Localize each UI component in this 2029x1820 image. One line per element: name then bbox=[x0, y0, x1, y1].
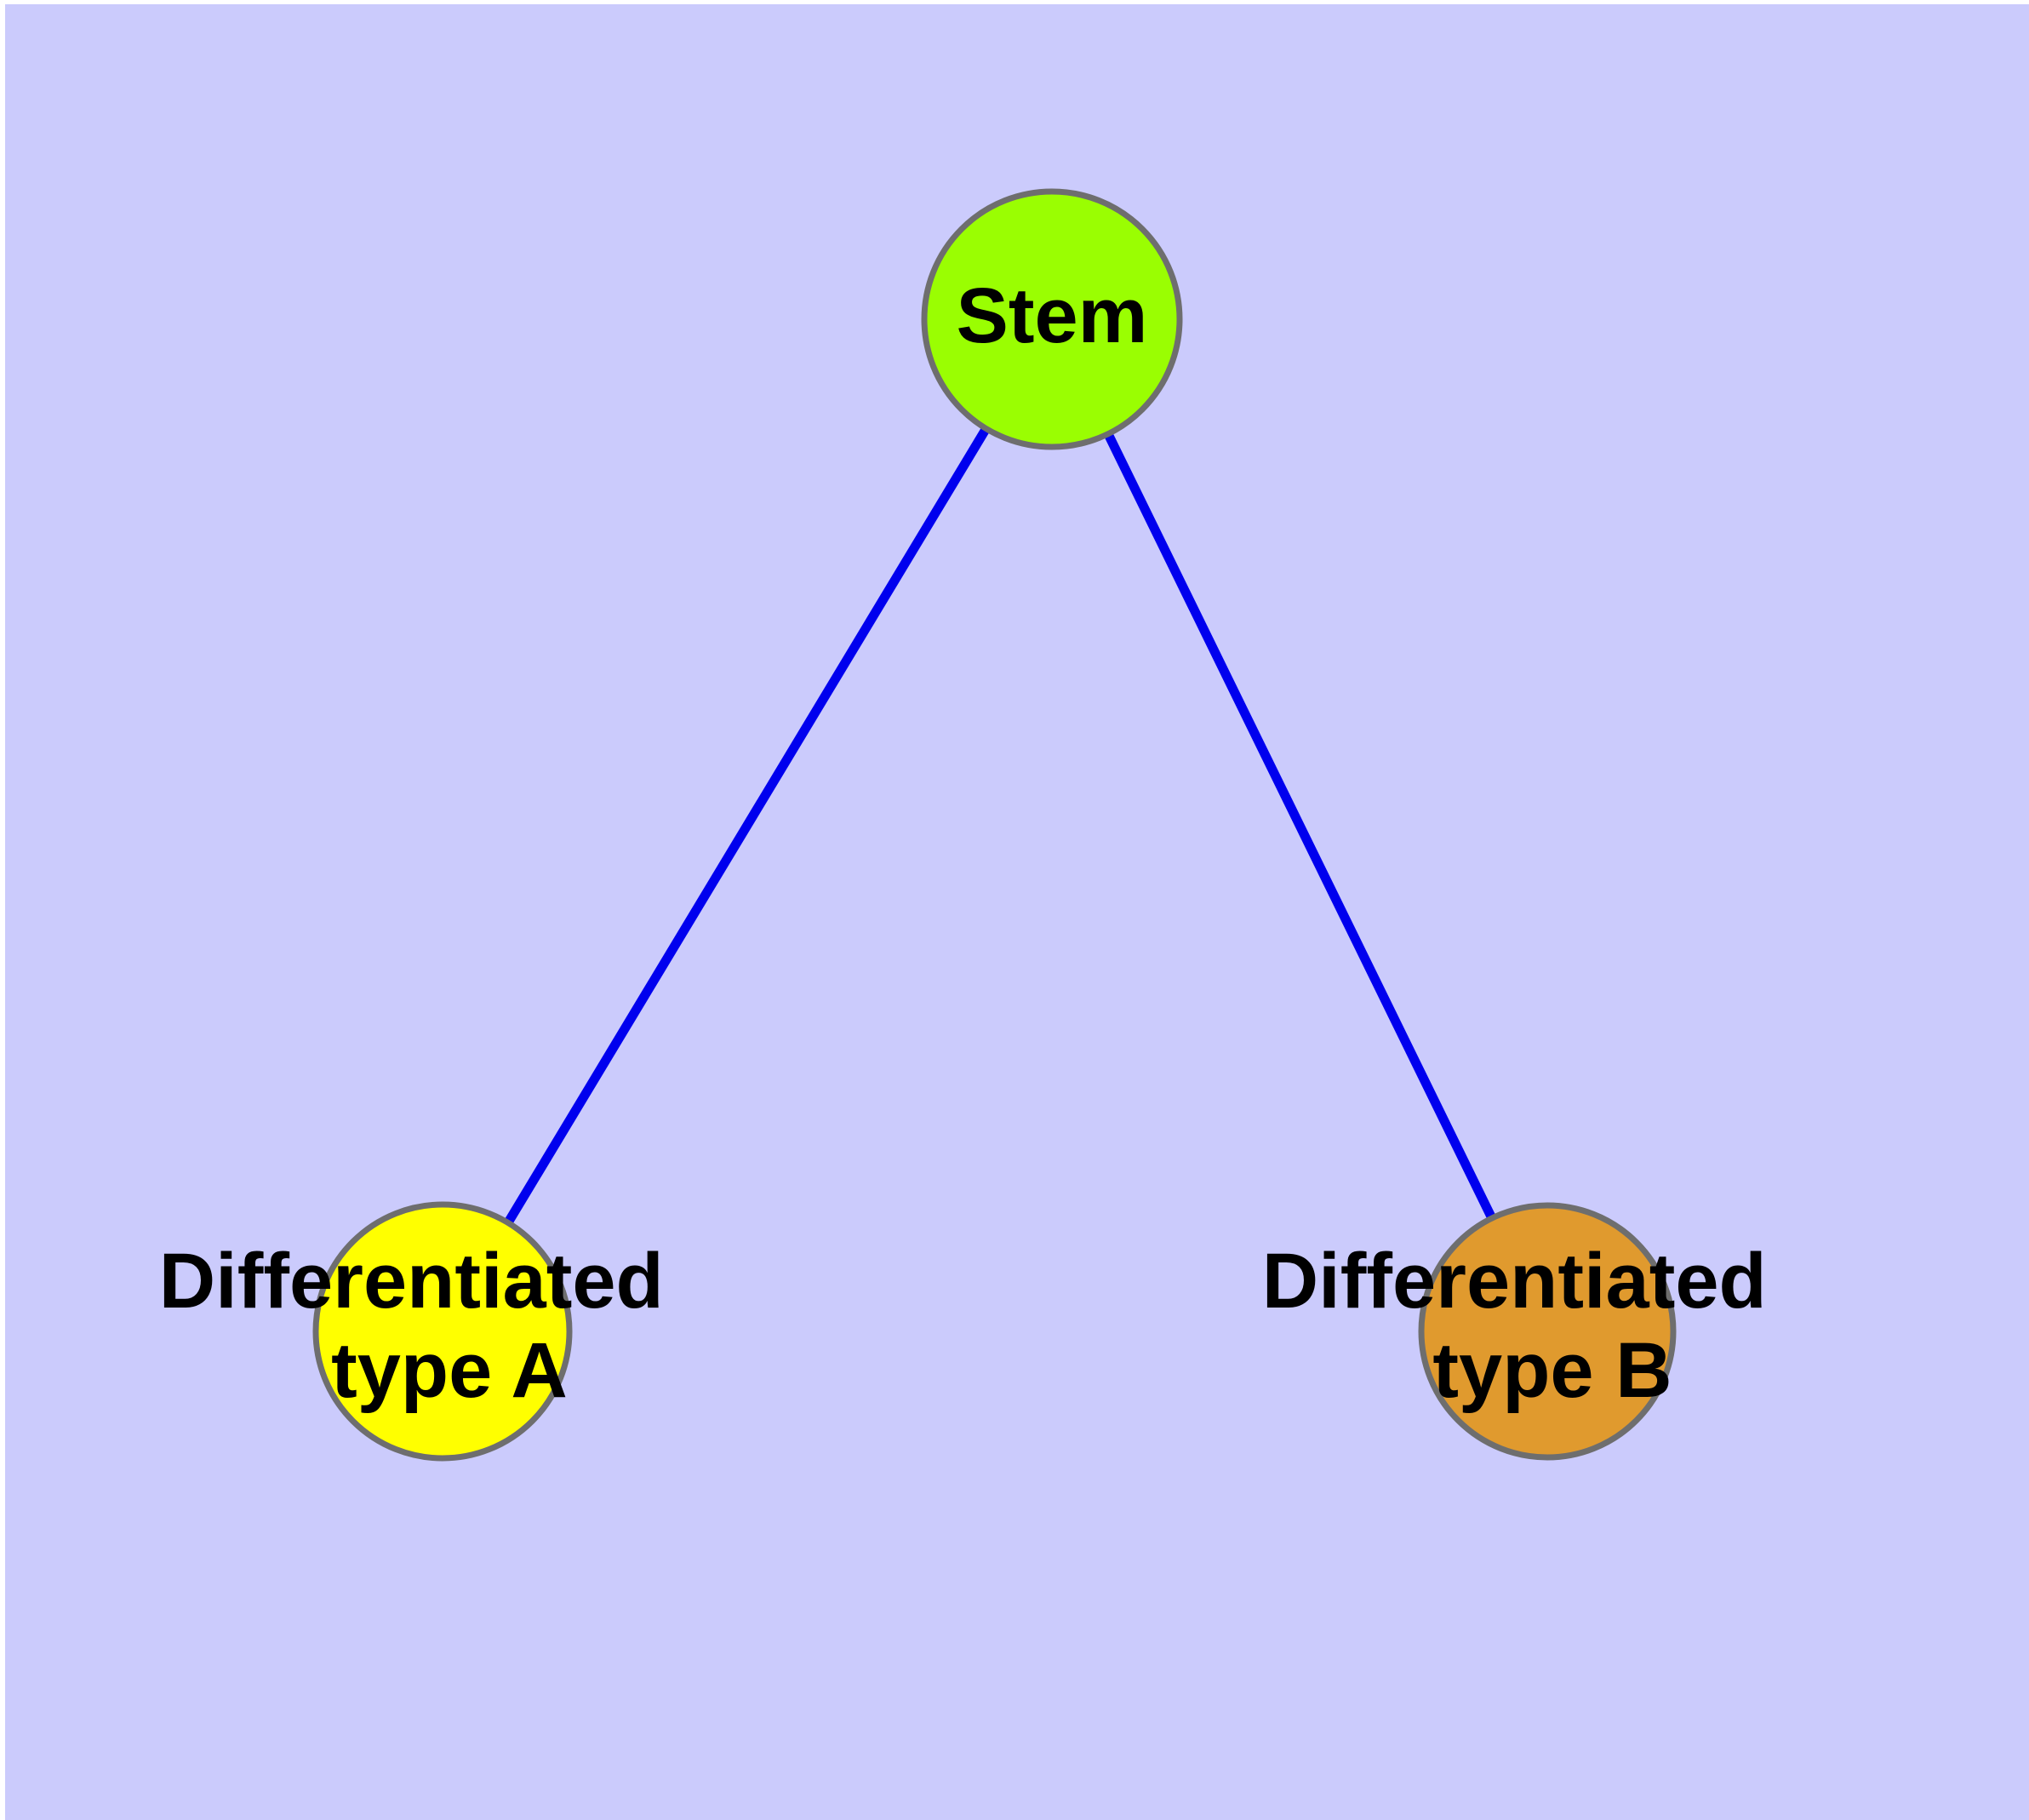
node-differentiated-type-a[interactable] bbox=[312, 1201, 573, 1462]
node-differentiated-type-b[interactable] bbox=[1418, 1202, 1677, 1461]
node-label-differentiated-type-a: Differentiated type A bbox=[159, 1238, 686, 1414]
node-label-stem-line-1: Stem bbox=[957, 272, 1148, 359]
node-label-differentiated-type-b: Differentiated type B bbox=[1262, 1238, 1789, 1414]
node-layer bbox=[312, 188, 1677, 1462]
node-label-b-line-1: Differentiated bbox=[1262, 1238, 1767, 1325]
node-stem[interactable] bbox=[921, 188, 1183, 450]
label-layer: Stem Differentiated type A Differentiate… bbox=[159, 272, 1789, 1414]
node-label-a-line-1: Differentiated bbox=[159, 1238, 664, 1325]
node-label-a-line-2: type A bbox=[331, 1327, 568, 1414]
edge-layer bbox=[438, 317, 1552, 1334]
edge-stem-to-differentiated-type-a[interactable] bbox=[438, 317, 1056, 1334]
edge-stem-to-differentiated-type-b[interactable] bbox=[1048, 317, 1552, 1334]
node-label-b-line-2: type B bbox=[1432, 1327, 1672, 1414]
node-label-stem: Stem bbox=[957, 272, 1148, 359]
